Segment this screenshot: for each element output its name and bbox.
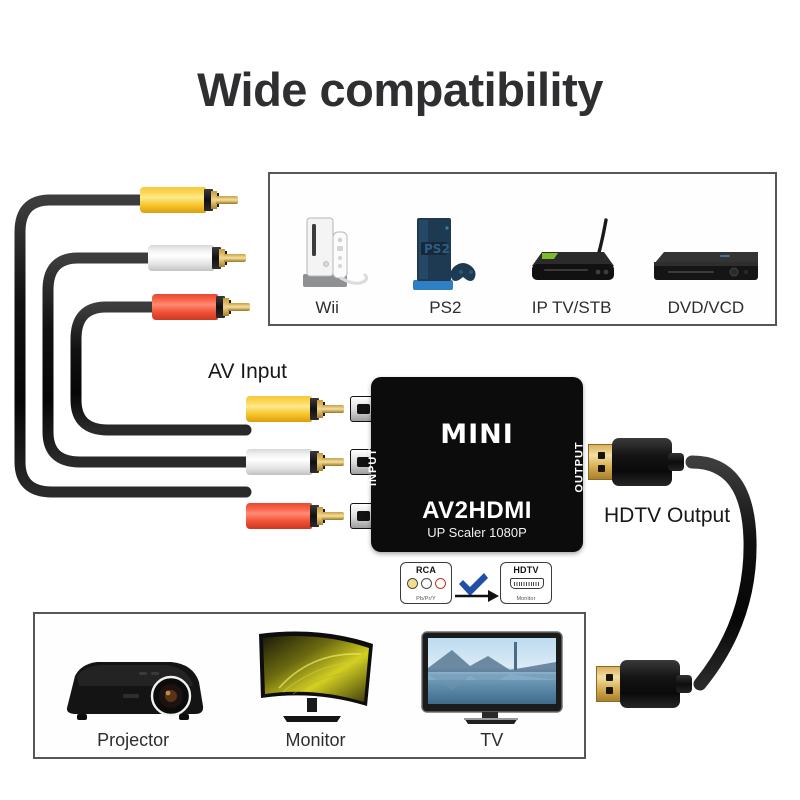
rca-connector-red-top <box>152 294 250 320</box>
wii-console-icon <box>281 174 373 296</box>
badge-dot-red-icon <box>434 578 446 589</box>
av-input-callout: AV Input <box>208 360 287 383</box>
badge-hdtv-subtitle: Monitor <box>516 596 536 602</box>
converter-brand-text: MINI <box>440 419 514 450</box>
rca-collar <box>310 451 319 473</box>
converter-output-label: OUTPUT <box>573 441 586 493</box>
converter-input-label: INPUT <box>367 448 379 486</box>
hdmi-plug-display <box>596 660 692 708</box>
device-label: Wii <box>315 298 339 318</box>
device-label: DVD/VCD <box>667 298 745 318</box>
rca-connector-red-device <box>246 503 344 529</box>
source-devices-row: Wii PS2 PS2 <box>270 174 775 324</box>
dvd-player-icon <box>648 174 764 296</box>
rca-connector-white-top <box>148 245 246 271</box>
output-devices-row: Projector <box>35 614 584 757</box>
rca-connector-yellow-top <box>140 187 238 213</box>
av2hdmi-converter-device: MINI AV2HDMI UP Scaler 1080P INPUT OUTPU… <box>367 377 586 552</box>
rca-collar <box>310 505 319 527</box>
rca-collar <box>310 398 319 420</box>
rca-barrel <box>148 245 214 271</box>
rca-pin <box>224 254 246 262</box>
rca-barrel <box>246 503 312 529</box>
device-label: Projector <box>97 730 170 751</box>
device-cell-dvd: DVD/VCD <box>648 174 764 324</box>
rca-ring <box>317 453 323 471</box>
hdmi-plug-output <box>588 438 684 486</box>
rca-barrel <box>140 187 206 213</box>
device-label: IP TV/STB <box>531 298 612 318</box>
rca-ring <box>211 191 217 209</box>
hdmi-strain-relief <box>676 675 692 693</box>
hdmi-contact-block <box>596 666 622 702</box>
conversion-badge: RCA Pb/Pr/Y HDTV Monitor <box>400 562 552 604</box>
rca-collar <box>212 247 221 269</box>
badge-hdmi-port-icon <box>510 578 544 589</box>
badge-hdtv-title: HDTV <box>513 565 539 575</box>
hdtv-output-callout: HDTV Output <box>604 504 731 527</box>
device-cell-projector: Projector <box>53 614 213 757</box>
hdmi-shell <box>612 438 672 486</box>
output-devices-panel: Projector <box>33 612 586 759</box>
badge-rca-jacks <box>401 578 451 589</box>
set-top-box-icon <box>518 174 626 296</box>
rca-pin <box>322 512 344 520</box>
blue-check-icon <box>459 573 488 596</box>
source-devices-panel: Wii PS2 PS2 <box>268 172 777 326</box>
hdmi-contact-block <box>588 444 614 480</box>
rca-pin <box>322 405 344 413</box>
device-cell-wii: Wii <box>281 174 373 324</box>
svg-text:PS2: PS2 <box>424 242 450 256</box>
rca-connector-yellow-device <box>246 396 344 422</box>
badge-rca-subtitle: Pb/Pr/Y <box>416 596 436 602</box>
badge-hdtv-target: HDTV Monitor <box>500 562 552 604</box>
jack-hole <box>357 457 370 467</box>
device-cell-ps2: PS2 PS2 <box>395 174 495 324</box>
rca-barrel <box>246 396 312 422</box>
conversion-arrow-icon <box>455 573 499 602</box>
hdmi-shell <box>620 660 680 708</box>
jack-hole <box>357 404 370 414</box>
rca-ring <box>317 400 323 418</box>
badge-rca-title: RCA <box>415 565 437 575</box>
converter-subtitle-text: UP Scaler 1080P <box>427 525 527 540</box>
badge-rca-source: RCA Pb/Pr/Y <box>400 562 452 604</box>
rca-pin <box>322 458 344 466</box>
page-title: Wide compatibility <box>197 63 603 116</box>
rca-connector-white-device <box>246 449 344 475</box>
rca-ring <box>317 507 323 525</box>
ps2-console-icon: PS2 <box>395 174 495 296</box>
rca-barrel <box>152 294 218 320</box>
rca-collar <box>204 189 213 211</box>
device-label: PS2 <box>429 298 462 318</box>
flat-tv-icon <box>418 614 566 728</box>
curved-monitor-icon <box>249 614 381 728</box>
device-cell-tv: TV <box>418 614 566 757</box>
converter-model-text: AV2HDMI <box>422 497 532 524</box>
rca-barrel <box>246 449 312 475</box>
rca-pin <box>216 196 238 204</box>
projector-icon <box>53 614 213 728</box>
rca-collar <box>216 296 225 318</box>
rca-ring <box>223 298 229 316</box>
device-label: Monitor <box>285 730 346 751</box>
badge-dot-white-icon <box>420 578 432 589</box>
device-cell-iptv: IP TV/STB <box>518 174 626 324</box>
rca-pin <box>228 303 250 311</box>
device-cell-monitor: Monitor <box>249 614 381 757</box>
device-label: TV <box>480 730 504 751</box>
rca-ring <box>219 249 225 267</box>
jack-hole <box>357 511 370 521</box>
badge-dot-yellow-icon <box>406 578 418 589</box>
hdmi-strain-relief <box>668 453 684 471</box>
